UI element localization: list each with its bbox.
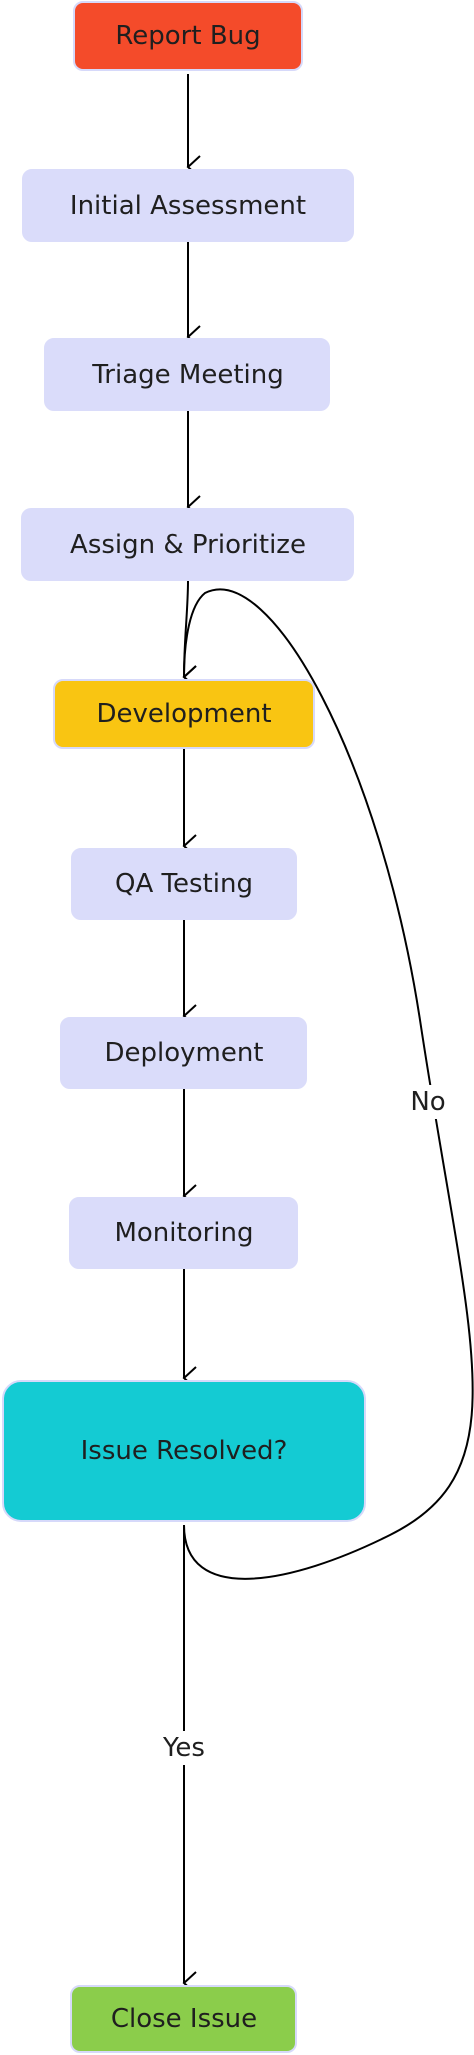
node-initial-assessment-label: Initial Assessment [70,191,306,221]
node-report-bug-border [73,1,303,71]
node-report-bug-label: Report Bug [115,21,260,51]
node-qa-testing-border [71,848,297,920]
node-qa-testing-label: QA Testing [115,869,253,899]
node-monitoring-border [69,1197,298,1269]
node-report-bug-box [74,2,302,70]
node-issue-resolved-box [3,1381,365,1521]
node-monitoring-box [70,1198,297,1268]
node-development-border [53,679,315,749]
node-assign-prioritize-border [21,508,354,581]
node-triage-meeting-border [44,338,330,411]
node-triage-meeting-label: Triage Meeting [91,360,284,390]
node-close-issue-border [70,1985,297,2053]
node-qa-testing-box [72,849,296,919]
node-deployment-box [61,1018,306,1088]
node-triage-meeting[interactable]: Triage Meeting [44,338,330,411]
edge-label-no: No [404,1085,452,1119]
node-initial-assessment-border [22,169,354,242]
node-deployment-label: Deployment [104,1038,263,1068]
node-issue-resolved-border [2,1380,366,1522]
node-close-issue-box [71,1986,296,2052]
node-initial-assessment-box [23,170,353,241]
node-development-label: Development [96,699,271,729]
node-monitoring[interactable]: Monitoring [69,1197,298,1269]
node-assign-prioritize-label: Assign & Prioritize [70,530,306,560]
node-development[interactable]: Development [53,679,315,749]
node-assign-prioritize[interactable]: Assign & Prioritize [21,508,354,581]
node-deployment-border [60,1017,307,1089]
node-initial-assessment[interactable]: Initial Assessment [22,169,354,242]
node-triage-meeting-box [45,339,329,410]
node-issue-resolved-label: Issue Resolved? [81,1436,288,1466]
node-report-bug[interactable]: Report Bug [73,1,303,71]
node-qa-testing[interactable]: QA Testing [71,848,297,920]
node-issue-resolved[interactable]: Issue Resolved? [2,1380,366,1522]
edge-label-yes-text: Yes [162,1733,205,1763]
node-development-box [54,680,314,748]
edge-label-yes: Yes [154,1731,214,1765]
edge-label-no-text: No [410,1087,445,1117]
node-deployment[interactable]: Deployment [60,1017,307,1089]
node-monitoring-label: Monitoring [114,1218,253,1248]
node-close-issue-label: Close Issue [111,2004,257,2034]
edge-resolved-no-to-development [182,588,474,1580]
node-assign-prioritize-box [22,509,353,580]
node-close-issue[interactable]: Close Issue [70,1985,297,2053]
